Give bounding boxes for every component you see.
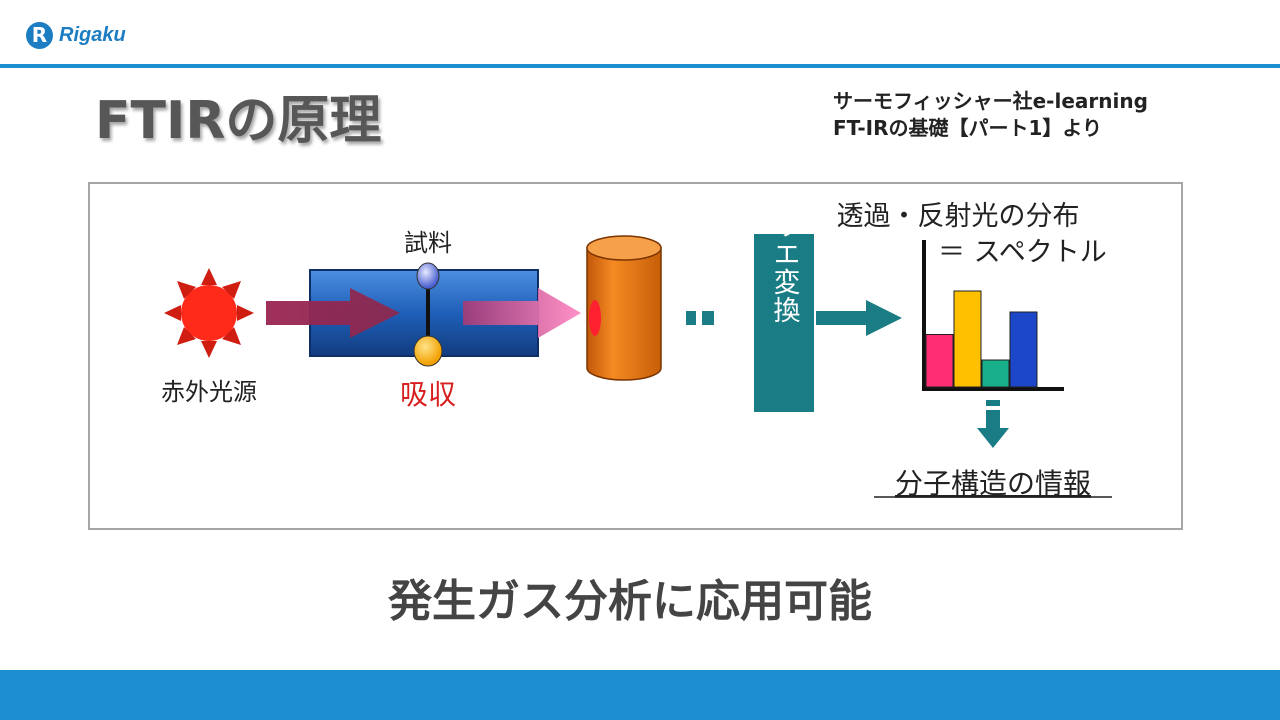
ir-source-label: 赤外光源 (161, 378, 257, 406)
spectrum-label: ＝ スペクトル (938, 237, 1107, 268)
source-line-2: FT-IRの基礎【パート1】より (833, 116, 1103, 140)
rigaku-logo: R Rigaku (26, 20, 126, 50)
rigaku-logo-text: Rigaku (59, 23, 126, 46)
header-bar (0, 0, 1280, 66)
spectrum-bar-4 (1009, 311, 1038, 388)
transform-dashed-arrow (686, 300, 902, 336)
sample-label: 試料 (404, 229, 452, 257)
footer-bar (0, 670, 1280, 720)
header-rule (0, 64, 1280, 68)
source-note: サーモフィッシャー社e-learning FT-IRの基礎【パート1】より (833, 88, 1148, 142)
transmitted-light-arrow (463, 288, 581, 338)
sample-molecule-icon (413, 262, 443, 367)
tagline: 発生ガス分析に応用可能 (388, 576, 872, 627)
ftir-diagram: 赤外光源 試料 吸収 フーリエ変換 透過・反射光の分布 ＝ スペクトル 分 (161, 182, 1112, 500)
spectrum-bars (925, 290, 1038, 388)
absorption-label: 吸収 (400, 378, 456, 411)
spectrum-bar-1 (925, 334, 954, 388)
rigaku-logo-mark: R (26, 21, 53, 49)
incoming-ir-arrow (266, 288, 400, 338)
detector-cylinder-icon (586, 235, 662, 381)
distribution-label: 透過・反射光の分布 (837, 201, 1080, 232)
page-title: FTIRの原理 (95, 91, 382, 151)
spectrum-bar-3 (981, 359, 1010, 388)
fourier-transform-box (754, 234, 814, 412)
ir-source-sun-icon (164, 268, 254, 358)
fourier-transform-label: フーリエ変換 (769, 182, 801, 324)
spectrum-bar-2 (953, 290, 982, 388)
down-arrow-icon (977, 400, 1009, 448)
source-line-1: サーモフィッシャー社e-learning (833, 89, 1148, 113)
molecular-info-label: 分子構造の情報 (895, 467, 1091, 500)
